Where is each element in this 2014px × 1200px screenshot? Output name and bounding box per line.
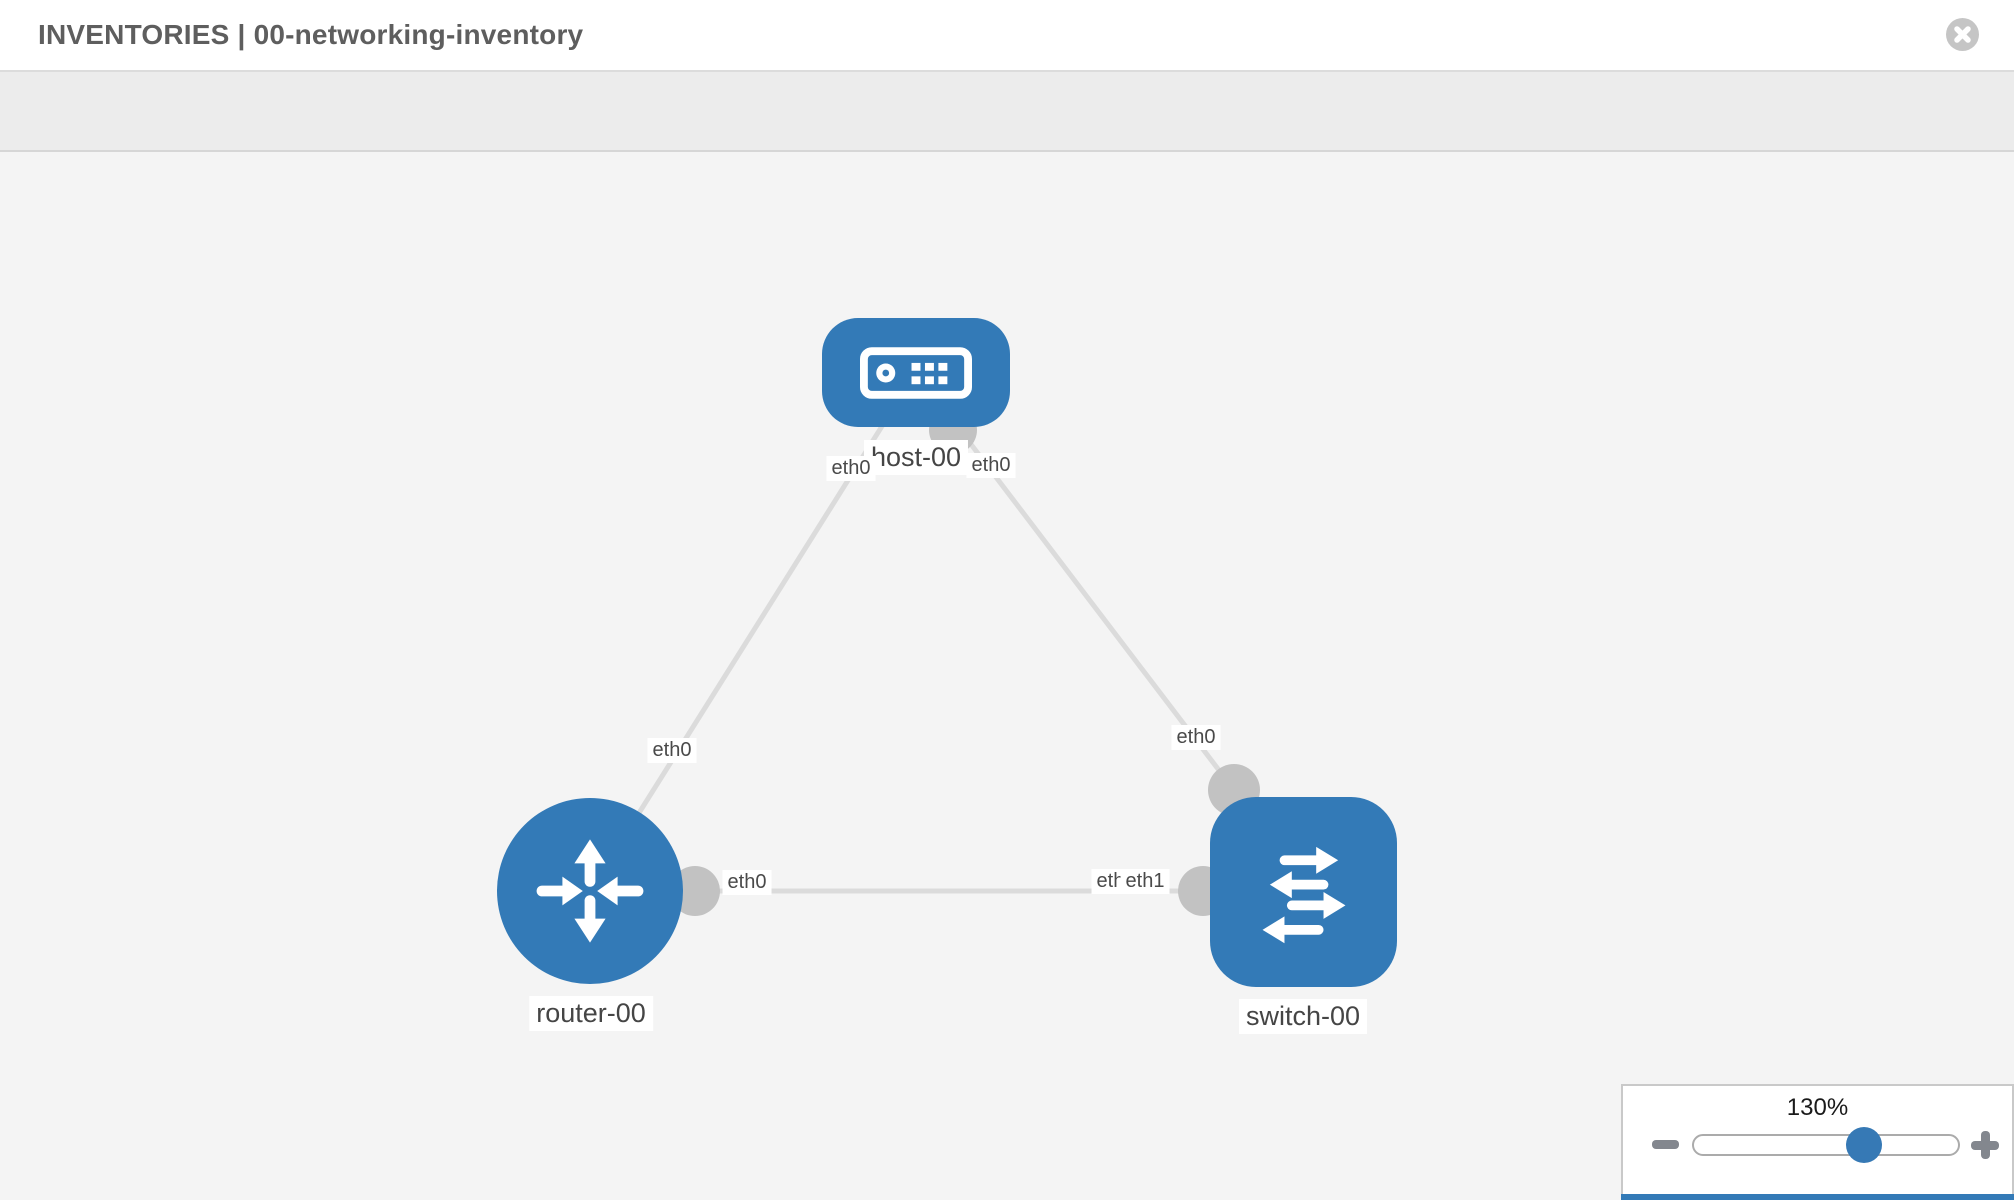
zoom-slider-track[interactable] — [1692, 1134, 1960, 1156]
page-title-primary: INVENTORIES — [38, 19, 230, 50]
page-title-separator: | — [237, 19, 246, 50]
interface-label: eth1 — [1120, 869, 1170, 894]
zoom-panel: 130% — [1621, 1084, 2014, 1200]
interface-label: eth0 — [647, 738, 697, 763]
zoom-level-label: 130% — [1786, 1094, 1849, 1121]
node-label-host: host-00 — [863, 440, 969, 475]
zoom-slider-knob[interactable] — [1846, 1127, 1882, 1163]
topology-canvas[interactable] — [0, 152, 2014, 1200]
node-label-router: router-00 — [529, 996, 653, 1031]
close-icon — [1954, 26, 1971, 43]
host-icon — [860, 346, 972, 399]
interface-label: eth0 — [1171, 725, 1221, 750]
minus-icon — [1652, 1140, 1679, 1149]
switch-icon — [1262, 846, 1345, 944]
interface-label: eth0 — [826, 456, 876, 481]
zoom-out-button[interactable] — [1649, 1134, 1683, 1156]
page-title: INVENTORIES|00-networking-inventory — [38, 0, 591, 70]
plus-icon — [1980, 1131, 1990, 1159]
node-switch-00[interactable] — [1210, 797, 1397, 987]
interface-label: eth0 — [966, 453, 1016, 478]
node-router-00[interactable] — [497, 798, 683, 984]
page-title-secondary: 00-networking-inventory — [253, 19, 584, 50]
bottom-accent-bar — [1621, 1194, 2014, 1200]
node-label-switch: switch-00 — [1238, 999, 1368, 1034]
header: INVENTORIES|00-networking-inventory — [0, 0, 2014, 72]
close-button[interactable] — [1946, 18, 1979, 51]
toolbar: ACTIONS SEARCH — [0, 72, 2014, 213]
router-icon — [536, 839, 644, 943]
node-host-00[interactable] — [822, 318, 1010, 427]
zoom-in-button[interactable] — [1967, 1127, 2003, 1163]
interface-label: eth0 — [722, 870, 772, 895]
